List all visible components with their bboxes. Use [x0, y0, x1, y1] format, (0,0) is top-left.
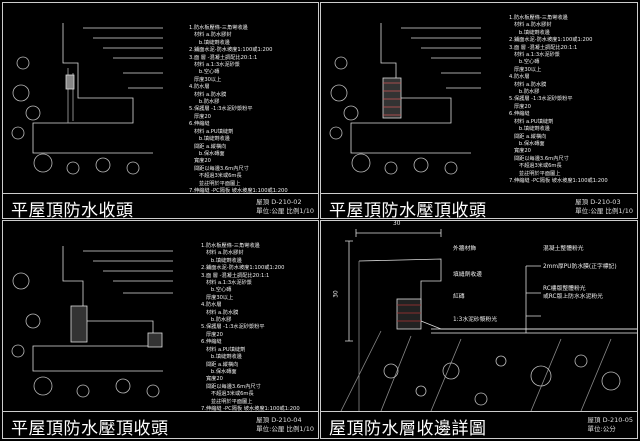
- drawing-title: 屋頂防水層收邊詳圖: [329, 419, 487, 439]
- drawing-unit: 單位:公厘 比例1/10: [256, 207, 314, 215]
- label-mortar: 1:3水泥砂漿粉光: [453, 317, 498, 323]
- drawing-title: 平屋頂防水壓頂收頭: [329, 201, 487, 221]
- dim-width: 30: [393, 221, 401, 227]
- detail-panel-2: 1.防水板壓條-三角彎收邊 材料 a.防水膠封 b.填縫劑收邊 2.鋪面水泥-防…: [320, 2, 638, 221]
- drawing-unit: 單位:公厘 比例1/10: [256, 425, 314, 433]
- drawing-code: 屋頂 D-210-02: [256, 198, 302, 206]
- detail-panel-1: 1.防水板壓條-三角彎收邊 材料 a.防水膠封 b.填縫劑收邊 2.鋪面水泥-防…: [2, 2, 319, 221]
- notes-text: 1.防水板壓條-三角彎收邊 材料 a.防水膠封 b.填縫劑收邊 2.鋪面水泥-防…: [189, 25, 288, 194]
- drawing-title: 平屋頂防水壓頂收頭: [11, 419, 169, 439]
- section-drawing: [340, 229, 637, 411]
- dim-height: 30: [333, 290, 340, 298]
- drawing-code: 屋頂 D-210-04: [256, 416, 302, 424]
- notes-text: 1.防水板壓條-三角彎收邊 材料 a.防水膠封 b.填縫劑收邊 2.鋪面水泥-防…: [201, 243, 300, 412]
- section-drawing: [329, 23, 481, 175]
- drawing-code: 屋頂 D-210-03: [575, 198, 621, 206]
- drawing-code: 屋頂 D-210-05: [587, 416, 633, 424]
- label-brick: 紅磚: [453, 294, 465, 300]
- drawing-unit: 單位:公分: [587, 425, 616, 433]
- label-concrete-finish: 混凝土整體粉光: [543, 246, 584, 252]
- section-drawing: [11, 23, 163, 175]
- drawing-title: 平屋頂防水收頭: [11, 201, 134, 221]
- label-rc-slab-alt: 或RC版上防水水泥粉光: [543, 294, 603, 300]
- label-pu-membrane: 2mm厚PU防水膜(正字標記): [543, 264, 617, 270]
- detail-panel-4: 30 30 外牆材飾 填縫劑收邊 紅磚 1:3水泥砂漿粉光 混凝土整體粉光 2m…: [320, 220, 638, 439]
- label-wall-finish: 外牆材飾: [453, 246, 477, 252]
- label-sealant: 填縫劑收邊: [453, 272, 482, 278]
- notes-text: 1.防水板壓條-三角彎收邊 材料 a.防水膠封 b.填縫劑收邊 2.鋪面水泥-防…: [509, 15, 608, 184]
- detail-panel-3: 1.防水板壓條-三角彎收邊 材料 a.防水膠封 b.填縫劑收邊 2.鋪面水泥-防…: [2, 220, 319, 439]
- label-rc-slab: RC樓版整體粉光: [543, 286, 586, 292]
- drawing-unit: 單位:公厘 比例1/10: [575, 207, 633, 215]
- section-drawing: [11, 246, 173, 398]
